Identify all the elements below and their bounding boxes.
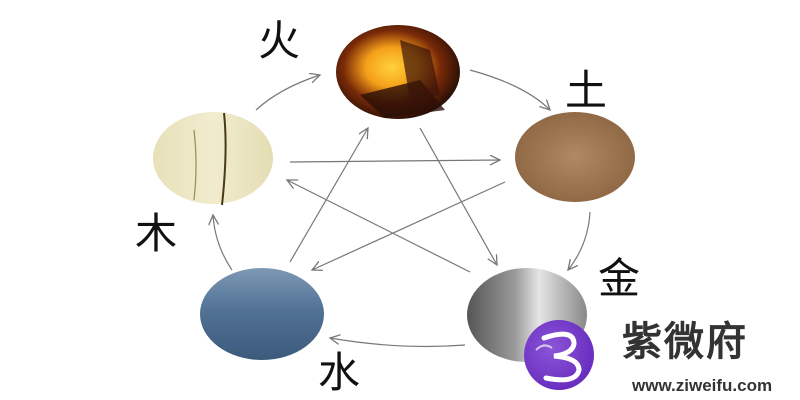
wood-disc [153, 112, 273, 206]
arrow-metal-to-water [330, 338, 466, 348]
label-metal: 金 [598, 254, 641, 303]
arrow-fire-to-metal [419, 127, 497, 265]
label-wood: 木 [135, 209, 178, 258]
arrow-fire-to-earth [469, 69, 550, 110]
arrow-water-to-fire [289, 128, 368, 263]
arrow-wood-to-earth [289, 160, 500, 162]
watermark-url: www.ziweifu.com [632, 376, 773, 395]
arrow-earth-to-water [312, 181, 506, 270]
fire-disc [336, 25, 460, 119]
ziweifu-logo-icon [524, 320, 594, 390]
arrow-water-to-wood [213, 215, 233, 271]
earth-disc [515, 112, 635, 202]
label-earth: 土 [565, 66, 608, 115]
arrow-metal-to-wood [287, 180, 471, 273]
label-fire: 火 [258, 16, 301, 65]
label-water: 水 [318, 348, 361, 397]
watermark-brand: 紫微府 [622, 319, 748, 365]
arrow-earth-to-metal [568, 211, 591, 270]
water-disc [200, 268, 324, 360]
watermark: 紫微府 www.ziweifu.com [522, 318, 800, 400]
arrow-wood-to-fire [255, 75, 320, 111]
